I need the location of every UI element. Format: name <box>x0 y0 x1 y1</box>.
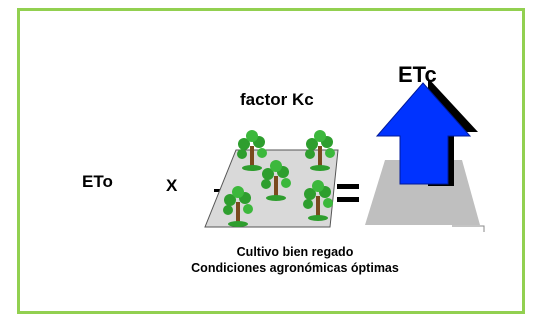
tree-icon <box>305 130 335 171</box>
caption: Cultivo bien regado Condiciones agronómi… <box>170 244 420 276</box>
tree-icon <box>261 160 291 201</box>
dash-mark <box>214 189 220 192</box>
tree-icon <box>223 186 253 227</box>
multiply-operator: X <box>166 176 178 195</box>
shadow-edge <box>452 225 485 232</box>
tree-icon <box>303 180 333 221</box>
caption-line-2: Condiciones agronómicas óptimas <box>191 261 399 275</box>
kc-factor-label: factor Kc <box>240 90 314 109</box>
eto-label: ETo <box>82 172 113 191</box>
tree-icon <box>237 130 267 171</box>
caption-line-1: Cultivo bien regado <box>236 245 354 259</box>
etc-arrow-icon <box>375 82 472 185</box>
equals-bar-top <box>337 184 359 189</box>
equals-bar-bottom <box>337 197 359 202</box>
